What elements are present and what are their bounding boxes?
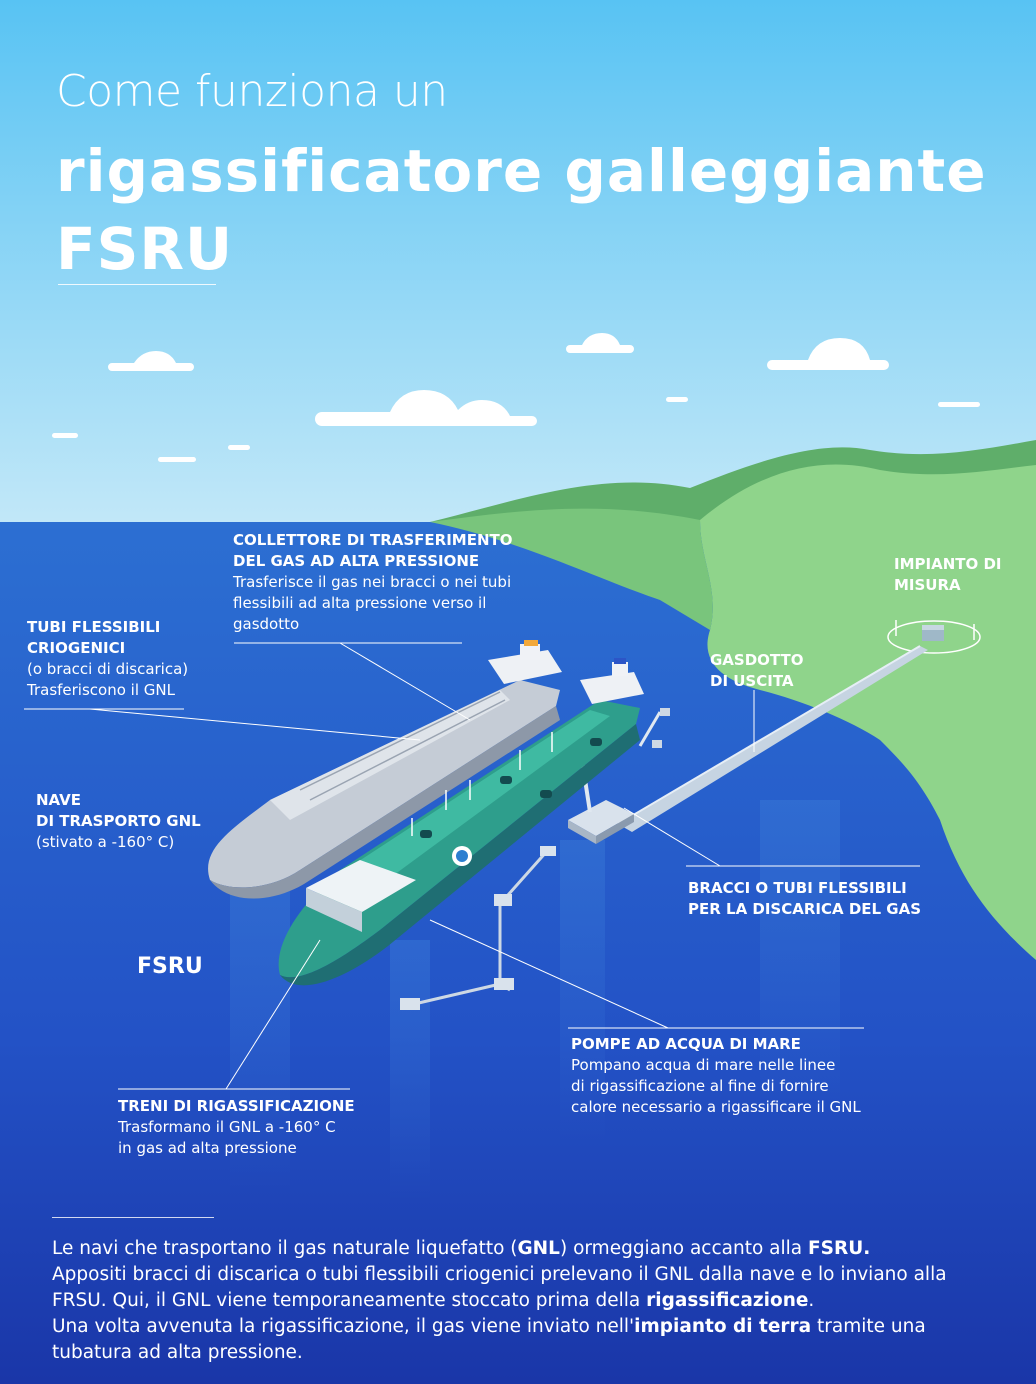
water-reflections <box>230 800 840 1200</box>
label-pompe-text-1: Pompano acqua di mare nelle linee <box>571 1056 836 1074</box>
title-line-2: rigassificatore galleggiante <box>56 137 987 205</box>
label-tubi-flessibili: TUBI FLESSIBILI CRIOGENICI (o bracci di … <box>27 617 188 701</box>
label-impianto-misura: IMPIANTO DI MISURA <box>894 554 1001 596</box>
footer-paragraph: Le navi che trasportano il gas naturale … <box>52 1236 1002 1366</box>
label-collettore-text-1: Trasferisce il gas nei bracci o nei tubi <box>233 573 512 591</box>
label-treni-heading-1: TRENI DI RIGASSIFICAZIONE <box>118 1097 355 1115</box>
label-nave-heading-1: NAVE <box>36 791 81 809</box>
footer-text-1b: GNL <box>517 1238 560 1259</box>
footer-text-1c: ) ormeggiano accanto alla <box>559 1238 808 1259</box>
title-main: rigassificatore galleggiante FSRU <box>56 132 1016 288</box>
sky <box>0 0 1036 530</box>
label-treni-text-2: in gas ad alta pressione <box>118 1139 297 1157</box>
footer-text-1d: FSRU. <box>807 1238 871 1259</box>
mooring-dolphins <box>400 846 556 1010</box>
label-treni-rigassificazione: TRENI DI RIGASSIFICAZIONE Trasformano il… <box>118 1096 355 1159</box>
label-pompe-acqua: POMPE AD ACQUA DI MARE Pompano acqua di … <box>571 1034 861 1118</box>
footer-text-3a: Una volta avvenuta la rigassificazione, … <box>52 1316 635 1337</box>
fsru-ship <box>278 658 644 986</box>
label-nave-heading-2: DI TRASPORTO GNL <box>36 812 201 830</box>
title-line-3: FSRU <box>56 215 234 283</box>
label-collettore-heading-2: DEL GAS AD ALTA PRESSIONE <box>233 552 480 570</box>
label-nave-trasporto: NAVE DI TRASPORTO GNL (stivato a -160° C… <box>36 790 201 853</box>
label-collettore-text-2: flessibili ad alta pressione verso il <box>233 594 487 612</box>
label-impianto-heading-2: MISURA <box>894 576 961 594</box>
outlet-pipeline <box>617 645 928 832</box>
label-fsru: FSRU <box>137 954 203 979</box>
lng-carrier-ship <box>208 640 562 899</box>
label-tubi-text-1: (o bracci di discarica) <box>27 660 189 678</box>
footer-text-3b: impianto di terra <box>634 1316 812 1337</box>
label-tubi-heading-2: CRIOGENICI <box>27 639 126 657</box>
label-collettore-text-3: gasdotto <box>233 615 300 633</box>
label-collettore: COLLETTORE DI TRASFERIMENTO DEL GAS AD A… <box>233 530 513 635</box>
label-gasdotto-heading-1: GASDOTTO <box>710 651 804 669</box>
footer-text-2: Appositi bracci di discarica o tubi fles… <box>52 1264 947 1311</box>
label-pompe-text-3: calore necessario a rigassificare il GNL <box>571 1098 861 1116</box>
label-bracci-discarica: BRACCI O TUBI FLESSIBILI PER LA DISCARIC… <box>688 878 921 920</box>
label-tubi-text-2: Trasferiscono il GNL <box>27 681 175 699</box>
label-gasdotto-heading-2: DI USCITA <box>710 672 794 690</box>
footer-text-1a: Le navi che trasportano il gas naturale … <box>52 1238 518 1259</box>
footer-text-2c: . <box>808 1290 815 1311</box>
label-pompe-text-2: di rigassificazione al fine di fornire <box>571 1077 829 1095</box>
coastline-hills <box>430 440 1036 960</box>
label-gasdotto-uscita: GASDOTTO DI USCITA <box>710 650 804 692</box>
label-impianto-heading-1: IMPIANTO DI <box>894 555 1002 573</box>
clouds <box>52 333 980 462</box>
measuring-plant <box>887 620 981 654</box>
label-bracci-heading-1: BRACCI O TUBI FLESSIBILI <box>688 879 907 897</box>
footer-divider <box>52 1217 214 1218</box>
footer-text-3c: tramite una tubatura ad alta pressione. <box>52 1316 926 1363</box>
label-bracci-heading-2: PER LA DISCARICA DEL GAS <box>688 900 922 918</box>
footer-text-2b: rigassificazione <box>646 1290 809 1311</box>
footer-description: Le navi che trasportano il gas naturale … <box>52 1236 1002 1366</box>
label-nave-text-1: (stivato a -160° C) <box>36 833 175 851</box>
label-tubi-heading-1: TUBI FLESSIBILI <box>27 618 161 636</box>
label-collettore-heading-1: COLLETTORE DI TRASFERIMENTO <box>233 531 513 549</box>
leader-lines <box>24 642 920 1090</box>
label-treni-text-1: Trasformano il GNL a -160° C <box>118 1118 336 1136</box>
title-divider <box>58 284 216 285</box>
title-line-1: Come funziona un <box>56 66 448 117</box>
label-pompe-heading-1: POMPE AD ACQUA DI MARE <box>571 1035 801 1053</box>
